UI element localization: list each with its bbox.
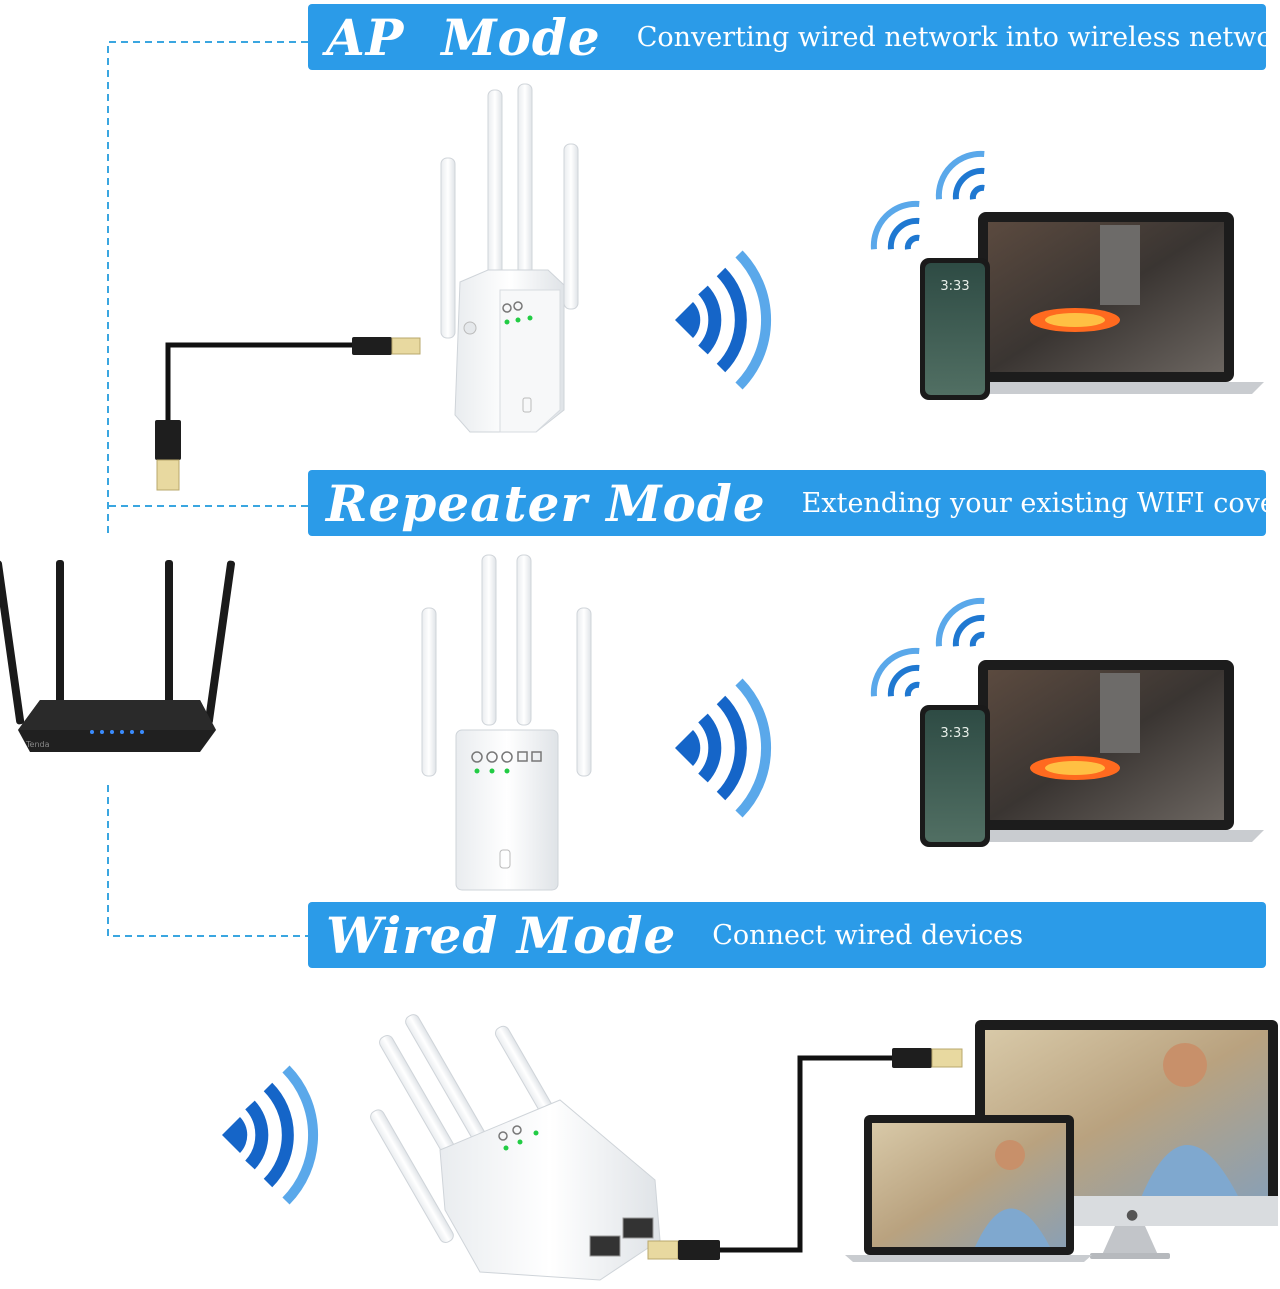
ap-mode-subtitle: Converting wired network into wireless n… [636,21,1280,53]
apple-logo-icon: ● [1126,1207,1138,1223]
wifi-signal-icon-wired [222,1065,318,1205]
small-wifi-icon-phone-ap [870,200,920,250]
imac-laptop-wired: ● [845,1020,1278,1262]
phone-clock-ap: 3:33 [940,279,969,294]
wifi-signal-icon-ap [675,250,771,390]
router-device: Tenda [0,560,235,752]
wifi-signal-icon-repeater [675,678,771,818]
small-wifi-icon-phone-repeater [870,647,920,697]
laptop-phone-repeater: 3:33 [870,597,1264,847]
ap-mode-title: AP Mode [326,7,601,67]
router-brand-label: Tenda [25,740,50,749]
repeater-mode-subtitle: Extending your existing WIFI coverage [801,487,1280,519]
extender-wired [370,1014,661,1281]
wired-mode-banner: Wired Mode Connect wired devices [308,902,1266,968]
small-wifi-icon-laptop-repeater [935,597,985,647]
ap-mode-banner: AP Mode Converting wired network into wi… [308,4,1280,70]
extender-ap [440,83,579,433]
wired-mode-subtitle: Connect wired devices [712,919,1024,951]
small-wifi-icon-laptop-ap [935,150,985,200]
phone-clock-repeater: 3:33 [940,726,969,741]
wired-mode-title: Wired Mode [326,905,677,965]
dashed-connectors [107,41,308,937]
laptop-phone-ap: 3:33 [870,150,1264,400]
extender-repeater [421,554,592,891]
ethernet-cable-wired [647,1048,963,1260]
dashed-line-wired [107,785,308,937]
ethernet-cable-ap [155,337,421,491]
repeater-mode-banner: Repeater Mode Extending your existing WI… [308,470,1280,536]
repeater-mode-title: Repeater Mode [326,473,766,533]
dashed-line-ap [107,41,308,535]
